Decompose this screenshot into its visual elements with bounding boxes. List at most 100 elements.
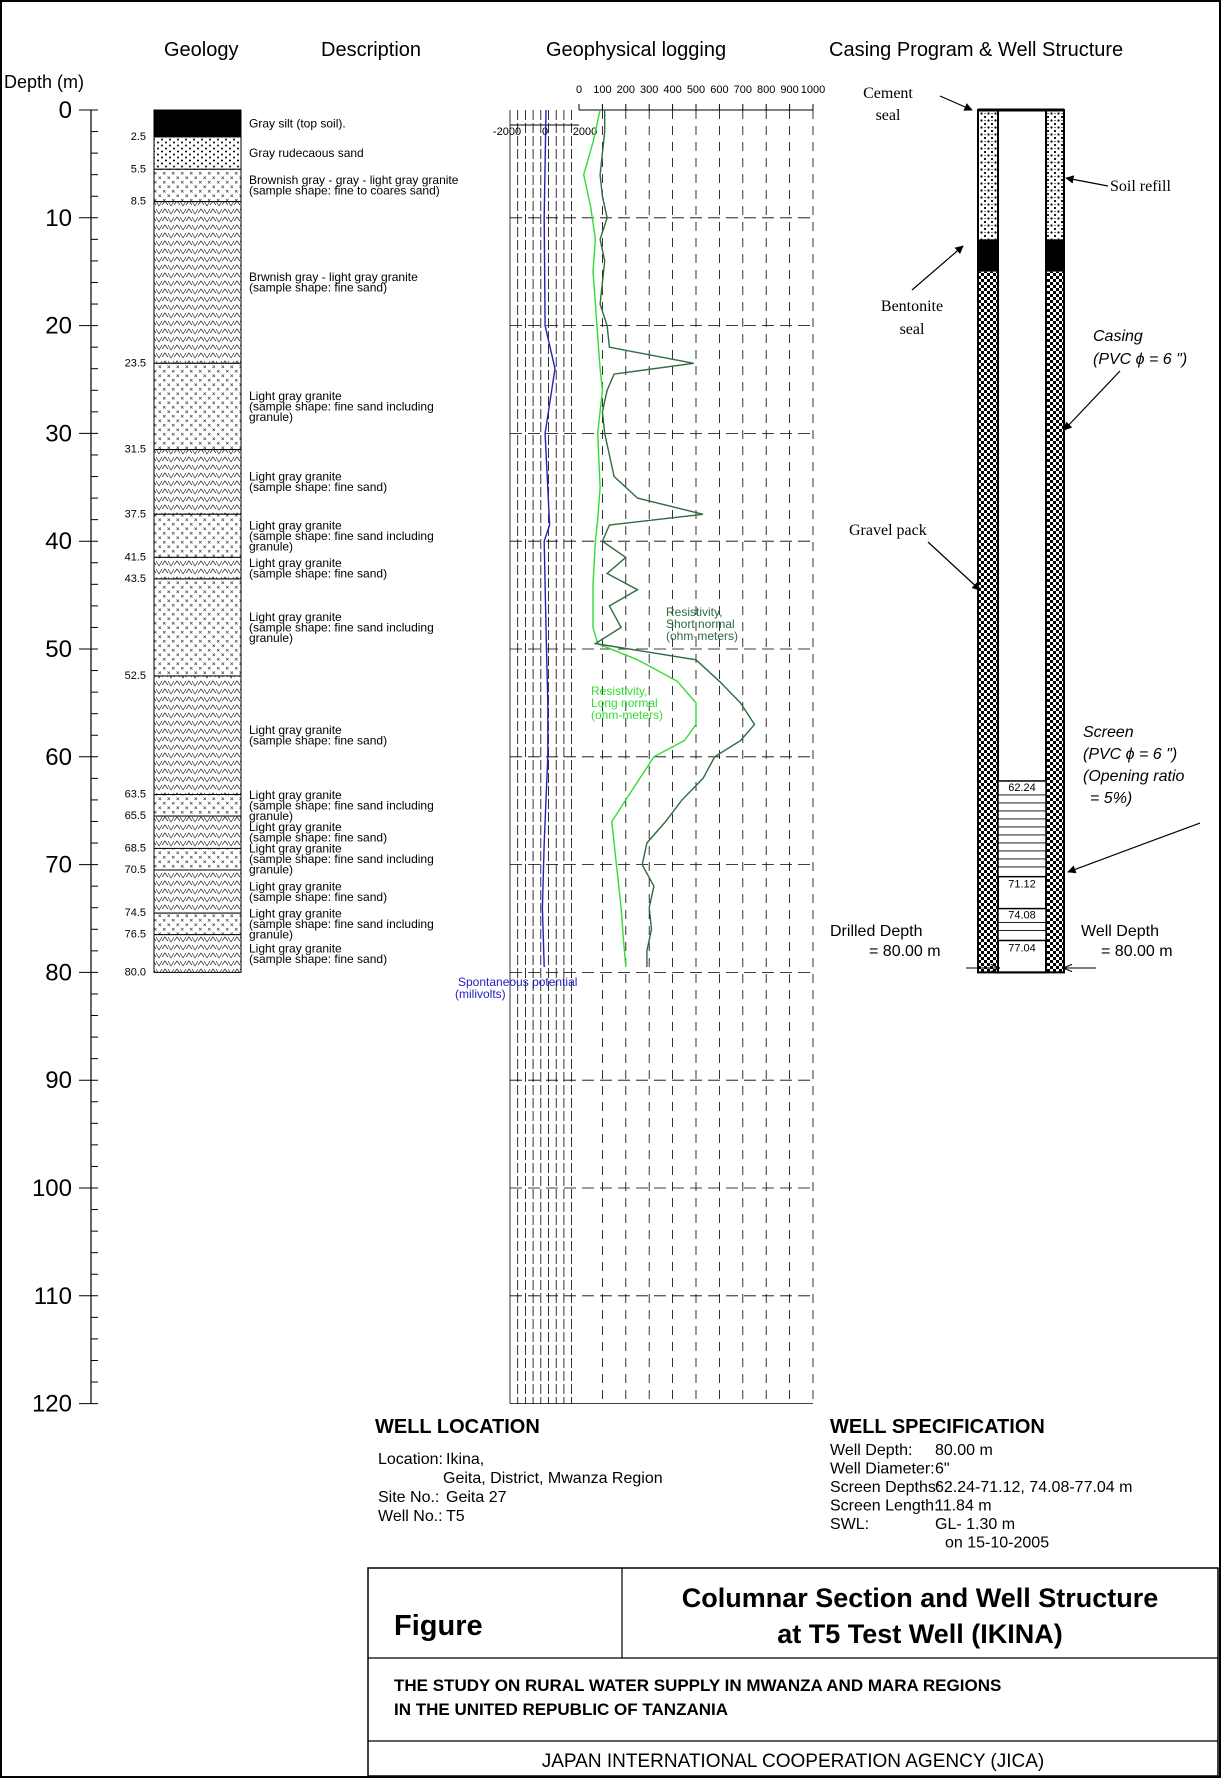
resistivity-tick-label: 1000 (801, 84, 825, 96)
layer-description: (sample shape: fine sand) (249, 281, 387, 295)
geology-layer (153, 578, 242, 677)
location-value: T5 (446, 1508, 465, 1525)
agency-label: JAPAN INTERNATIONAL COOPERATION AGENCY (… (542, 1751, 1045, 1772)
depth-tick-label: 70 (45, 852, 72, 879)
geology-layer (153, 136, 242, 170)
short-normal-label: Short normal (666, 617, 735, 631)
cement-seal-arrow (939, 95, 973, 111)
layer-depth-label: 5.5 (131, 163, 146, 175)
resistivity-tick-label: 600 (710, 84, 728, 96)
location-value: Geita 27 (446, 1489, 507, 1506)
well-specification-title: WELL SPECIFICATION (830, 1416, 1045, 1438)
geology-header: Geology (164, 39, 239, 61)
layer-depth-label: 63.5 (125, 789, 146, 801)
location-value: Geita, District, Mwanza Region (443, 1470, 663, 1487)
geology-layer (153, 794, 242, 817)
location-key: Site No.: (378, 1489, 439, 1506)
screen-bottom-depth: 77.04 (1008, 942, 1036, 954)
geology-layer (153, 869, 242, 914)
spec-value: on 15-10-2005 (945, 1535, 1049, 1552)
short-normal-label: (ohm-meters) (666, 629, 738, 643)
sp-tick-label: 2000 (573, 126, 597, 138)
location-key: Location: (378, 1451, 443, 1468)
drilled-depth-label-2: = 80.00 m (869, 943, 941, 960)
layer-depth-label: 37.5 (125, 508, 146, 520)
short-normal-curve (593, 110, 756, 967)
spec-value: 80.00 m (935, 1442, 993, 1459)
geology-layer (153, 912, 242, 936)
screen-section (997, 780, 1047, 878)
layer-description: Light gray granite (249, 518, 342, 532)
annulus-checker (1046, 271, 1064, 973)
well-specification-block: WELL SPECIFICATION Well Depth:80.00 mWel… (830, 1416, 1132, 1552)
screen-label-4: = 5%) (1090, 790, 1132, 807)
long-normal-label: Long normal (591, 696, 658, 710)
gravel-pack-label: Gravel pack (849, 522, 927, 539)
depth-tick-label: 60 (45, 744, 72, 771)
layer-description: Gray rudecaous sand (249, 146, 364, 160)
resistivity-tick-label: 0 (576, 84, 582, 96)
well-location-block: WELL LOCATION Location: Ikina, Geita, Dis… (375, 1416, 663, 1525)
layer-description: Light gray granite (249, 723, 342, 737)
layer-description: Gray silt (top soil). (249, 116, 346, 130)
title-block: Figure Columnar Section and Well Structu… (367, 1567, 1219, 1777)
geology-layer (153, 675, 242, 796)
study-line-2: IN THE UNITED REPUBLIC OF TANZANIA (394, 1700, 728, 1719)
resistivity-tick-label: 900 (780, 84, 798, 96)
well-depth-label-2: = 80.00 m (1101, 943, 1173, 960)
layer-description: Light gray granite (249, 941, 342, 955)
geology-layer (153, 449, 242, 515)
long-normal-curve (582, 109, 697, 968)
layer-depth-label: 8.5 (131, 196, 146, 208)
layer-description: Light gray granite (249, 389, 342, 403)
spec-key: SWL: (830, 1516, 869, 1533)
geology-layer (153, 513, 242, 558)
soil-refill-label: Soil refill (1110, 178, 1171, 195)
well-annotations: Cement seal Soil refill Bentonite seal C… (830, 85, 1201, 968)
layer-description: Light gray granite (249, 788, 342, 802)
layer-depth-label: 23.5 (125, 357, 146, 369)
geology-layer (153, 815, 242, 849)
depth-tick-label: 90 (45, 1067, 72, 1094)
layer-description: granule) (249, 631, 293, 645)
layer-description: (sample shape: fine sand including (249, 620, 434, 634)
layer-description: Light gray granite (249, 842, 342, 856)
cement-seal-label-1: Cement (863, 85, 913, 102)
screen-top-depth: 74.08 (1008, 910, 1036, 922)
layer-description: (sample shape: fine sand) (249, 566, 387, 580)
screen-label-1: Screen (1083, 724, 1134, 741)
layer-depth-label: 2.5 (131, 131, 146, 143)
annulus-black (978, 239, 998, 272)
figure-title-line-2: at T5 Test Well (IKINA) (777, 1619, 1063, 1649)
layer-description: (sample shape: fine to coares sand) (249, 184, 440, 198)
sp-tick-label: -2000 (493, 126, 521, 138)
geology-layer (153, 109, 242, 138)
layer-depth-label: 31.5 (125, 444, 146, 456)
depth-tick-label: 40 (45, 528, 72, 555)
cement-seal-label-2: seal (876, 107, 901, 124)
resistivity-tick-label: 100 (593, 84, 611, 96)
sp-curve (541, 109, 556, 968)
casing-arrow (1063, 370, 1121, 431)
well-location-title: WELL LOCATION (375, 1416, 540, 1438)
bentonite-arrow (911, 245, 964, 291)
spec-key: Screen Depths: (830, 1479, 940, 1496)
spec-key: Well Diameter: (830, 1461, 935, 1478)
layer-depth-label: 76.5 (125, 929, 146, 941)
layer-description: (sample shape: fine sand including (249, 529, 434, 543)
depth-tick-label: 50 (45, 636, 72, 663)
screen-bottom-depth: 71.12 (1008, 879, 1036, 891)
layer-description: granule) (249, 863, 293, 877)
soil-refill-arrow (1065, 175, 1109, 187)
spec-value: GL- 1.30 m (935, 1516, 1015, 1533)
annulus-checker (978, 271, 998, 973)
layer-description: (sample shape: fine sand) (249, 733, 387, 747)
sp-label: (milivolts) (455, 987, 506, 1001)
drilled-depth-label-1: Drilled Depth (830, 923, 922, 940)
logging-header: Geophysical logging (546, 39, 726, 61)
geology-layer (153, 847, 242, 871)
well-depth-label-1: Well Depth (1081, 923, 1159, 940)
location-value: Ikina, (446, 1451, 484, 1468)
layer-description: granule) (249, 927, 293, 941)
